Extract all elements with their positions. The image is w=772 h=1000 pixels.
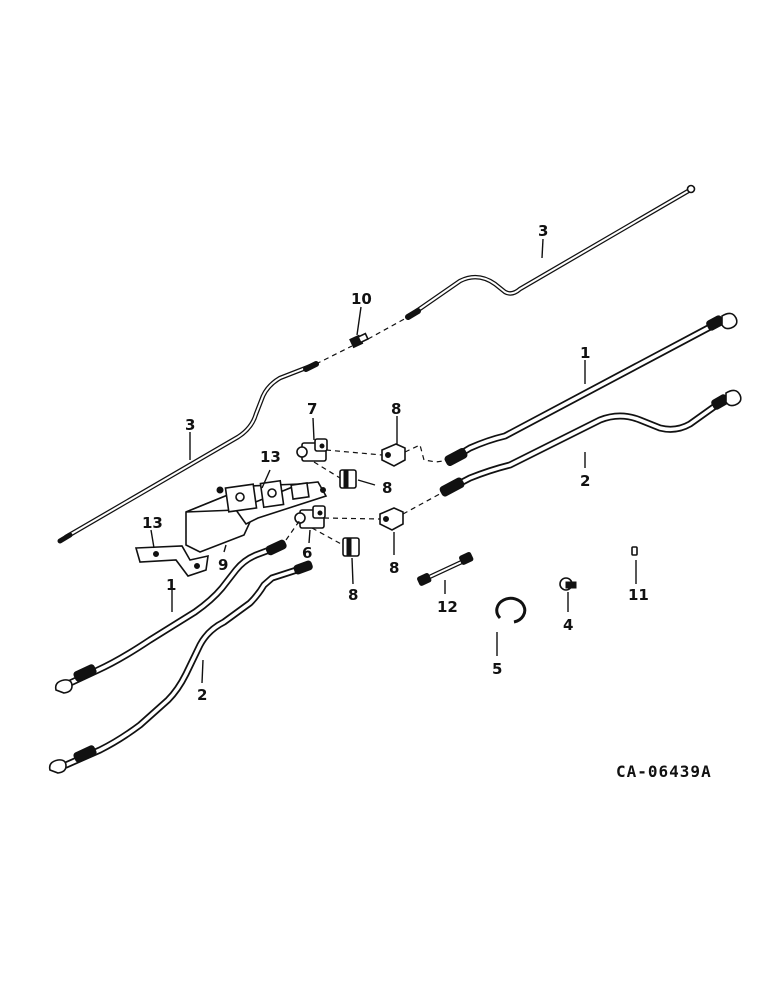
callout-labels: 3 3 10 1 1 2 2 7 8 8 8 8 13 13 9 6 12 4 … <box>142 222 649 704</box>
callout-8-lower: 8 <box>389 559 399 577</box>
tube-3-lower <box>57 361 319 544</box>
bracket-9 <box>185 469 328 553</box>
pin-11 <box>631 546 638 556</box>
hose-12 <box>417 551 474 586</box>
callout-1-upper: 1 <box>580 344 590 362</box>
callout-8-bottom: 8 <box>348 586 358 604</box>
bracket-13 <box>134 545 209 577</box>
tube-2-lower <box>48 560 313 774</box>
tube-3-upper <box>405 184 696 320</box>
fitting-8-top <box>381 443 406 467</box>
callout-6: 6 <box>302 544 312 562</box>
callout-7: 7 <box>307 400 317 418</box>
callout-3-upper: 3 <box>538 222 548 240</box>
tube-1-upper <box>444 312 738 467</box>
callout-5: 5 <box>492 660 502 678</box>
clamp-4 <box>559 577 577 591</box>
leader-lines <box>150 238 637 684</box>
assembly-lines <box>285 444 451 546</box>
callout-8-top: 8 <box>391 400 401 418</box>
tube-2-upper <box>439 389 742 497</box>
callout-1-lower: 1 <box>166 576 176 594</box>
callout-10: 10 <box>351 290 372 308</box>
callout-9: 9 <box>218 556 228 574</box>
snap-ring-5 <box>495 596 527 624</box>
tube-1-lower <box>54 539 287 694</box>
valve-block-7 <box>296 438 328 462</box>
callout-13-lower: 13 <box>142 514 163 532</box>
callout-2-lower: 2 <box>197 686 207 704</box>
callout-4: 4 <box>563 616 573 634</box>
callout-13-upper: 13 <box>260 448 281 466</box>
fitting-8-lower <box>379 507 404 531</box>
connector-10 <box>315 316 409 365</box>
fitting-8-bottom <box>342 537 360 557</box>
valve-block-6 <box>294 505 326 529</box>
callout-11: 11 <box>628 586 649 604</box>
callout-12: 12 <box>437 598 458 616</box>
callout-3-lower: 3 <box>185 416 195 434</box>
callout-2-upper: 2 <box>580 472 590 490</box>
fitting-8-mid <box>339 469 357 489</box>
callout-8-mid: 8 <box>382 479 392 497</box>
drawing-code: CA-06439A <box>616 762 712 781</box>
